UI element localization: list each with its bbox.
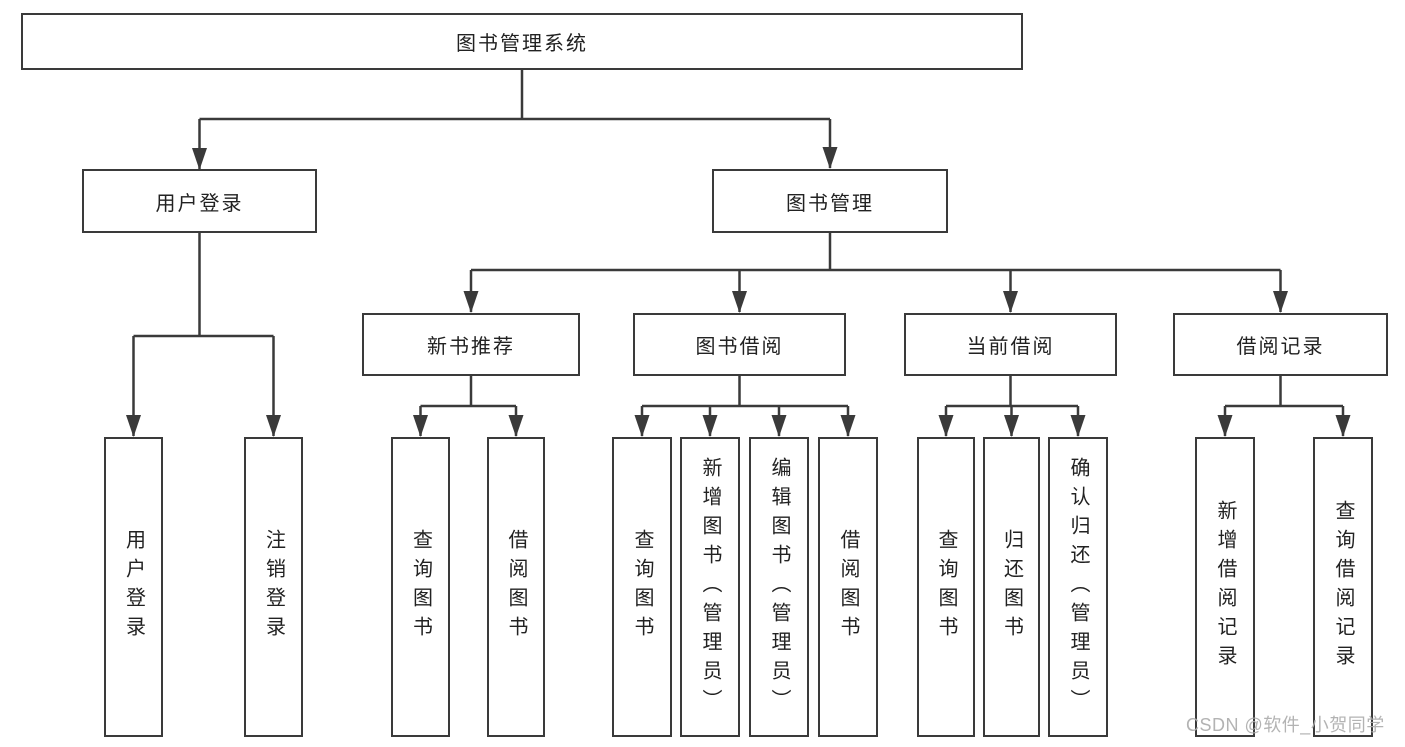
node-root[interactable]: 图书管理系统 bbox=[21, 13, 1023, 70]
leaf-user-login[interactable]: 用户登录 bbox=[104, 437, 163, 737]
connector-trunks bbox=[133, 70, 1343, 408]
leaf-edit-book[interactable]: 编辑图书（管理员） bbox=[749, 437, 809, 737]
node-book-mgmt[interactable]: 图书管理 bbox=[712, 169, 948, 233]
csdn-watermark: CSDN @软件_小贺同学 bbox=[1186, 715, 1385, 735]
leaf-return-book[interactable]: 归还图书 bbox=[983, 437, 1040, 737]
leaf-add-record[interactable]: 新增借阅记录 bbox=[1195, 437, 1255, 737]
leaf-query-book-2-label: 查询图书 bbox=[631, 529, 653, 645]
leaf-user-login-label: 用户登录 bbox=[122, 529, 145, 645]
leaf-query-book-3[interactable]: 查询图书 bbox=[917, 437, 975, 737]
leaf-confirm-return-label: 确认归还（管理员） bbox=[1067, 456, 1089, 718]
node-current-borrow[interactable]: 当前借阅 bbox=[904, 313, 1117, 376]
leaf-borrow-book-1-label: 借阅图书 bbox=[505, 529, 527, 645]
leaf-query-record-label: 查询借阅记录 bbox=[1332, 500, 1354, 674]
node-borrow-records[interactable]: 借阅记录 bbox=[1173, 313, 1388, 376]
leaf-borrow-book-1[interactable]: 借阅图书 bbox=[487, 437, 545, 737]
node-new-book-rec[interactable]: 新书推荐 bbox=[362, 313, 580, 376]
node-book-borrow[interactable]: 图书借阅 bbox=[633, 313, 846, 376]
leaf-borrow-book-2[interactable]: 借阅图书 bbox=[818, 437, 878, 737]
leaf-return-book-label: 归还图书 bbox=[1000, 529, 1023, 645]
leaf-edit-book-label: 编辑图书（管理员） bbox=[768, 456, 790, 718]
leaf-confirm-return[interactable]: 确认归还（管理员） bbox=[1048, 437, 1108, 737]
leaf-query-book-1[interactable]: 查询图书 bbox=[391, 437, 450, 737]
leaf-query-book-2[interactable]: 查询图书 bbox=[612, 437, 672, 737]
leaf-query-book-3-label: 查询图书 bbox=[935, 529, 957, 645]
leaf-add-book-label: 新增图书（管理员） bbox=[699, 456, 721, 718]
leaf-add-record-label: 新增借阅记录 bbox=[1214, 500, 1236, 674]
leaf-query-book-1-label: 查询图书 bbox=[409, 529, 432, 645]
leaf-add-book[interactable]: 新增图书（管理员） bbox=[680, 437, 740, 737]
leaf-borrow-book-2-label: 借阅图书 bbox=[837, 529, 859, 645]
leaf-query-record[interactable]: 查询借阅记录 bbox=[1313, 437, 1373, 737]
leaf-logout[interactable]: 注销登录 bbox=[244, 437, 303, 737]
node-user-login-group[interactable]: 用户登录 bbox=[82, 169, 317, 233]
leaf-logout-label: 注销登录 bbox=[262, 529, 285, 645]
